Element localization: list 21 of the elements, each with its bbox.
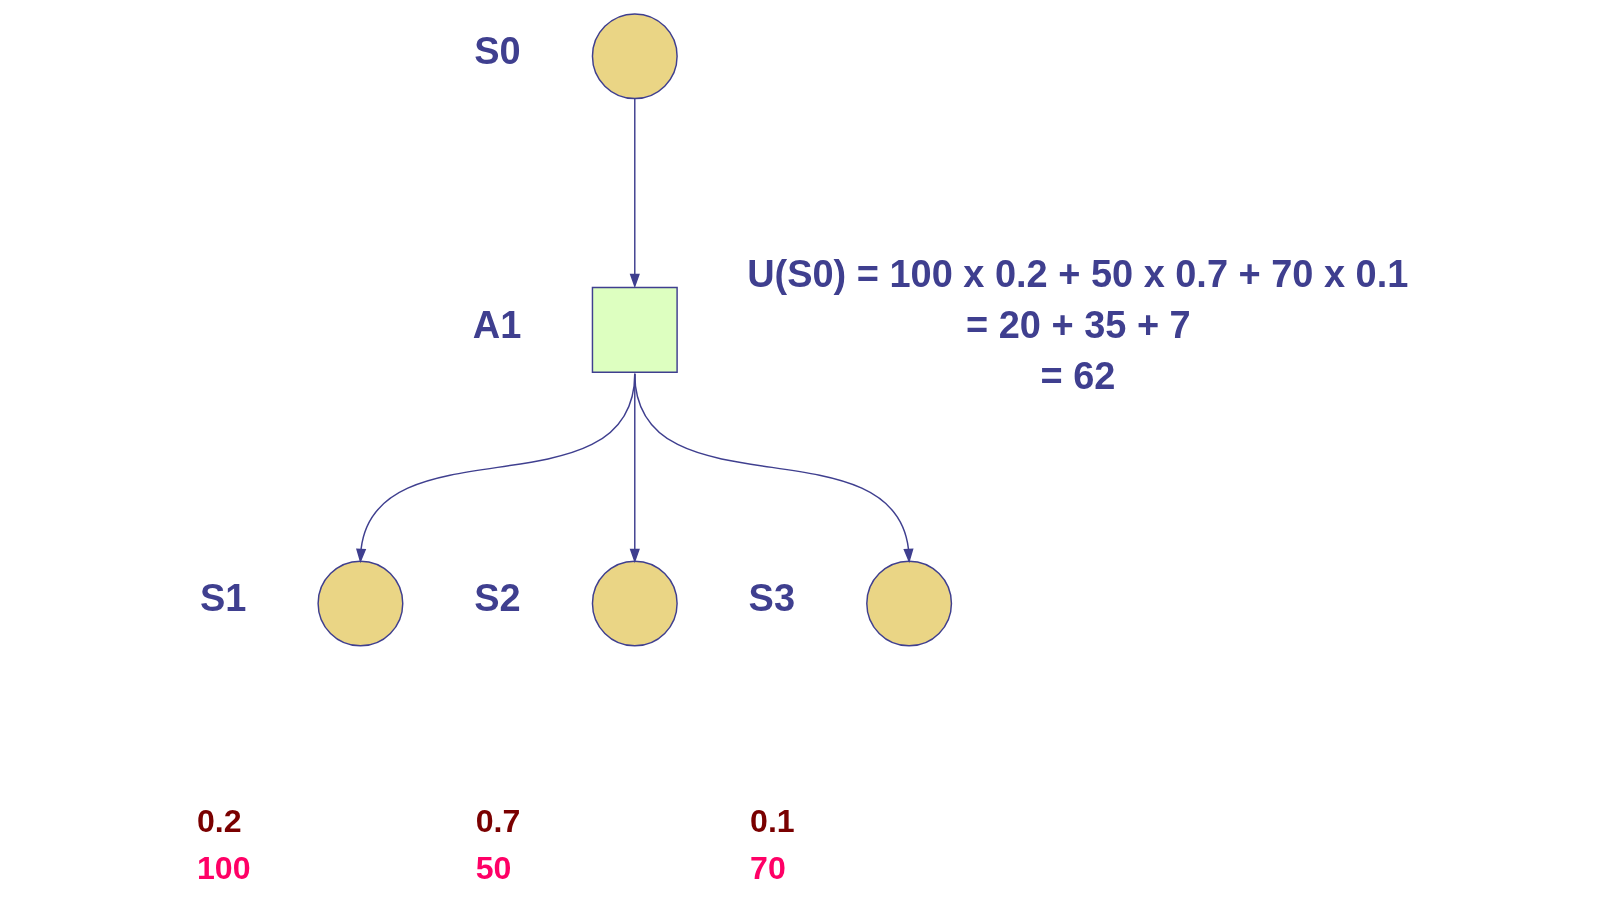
node-label: 70 [750, 849, 786, 886]
node-label: A1 [472, 303, 522, 346]
node-label: 100 [197, 849, 251, 886]
arrow [629, 97, 640, 289]
node-label: S2 [474, 577, 521, 620]
node-label: S0 [474, 29, 521, 72]
node-circle [591, 560, 678, 647]
node-circle [317, 560, 404, 647]
node-label: S3 [748, 577, 796, 620]
label: U(S0) = 100 x 0.2 + 50 x 0.7 + 70 x 0.1 [747, 253, 1409, 296]
node-label: S1 [199, 577, 247, 620]
node-label: 50 [475, 849, 512, 886]
node-circle [866, 560, 953, 647]
label: = 62 [1040, 355, 1116, 398]
node-circle [591, 13, 678, 100]
node-label: 0.2 [197, 802, 242, 839]
arrow [634, 372, 914, 564]
label: = 20 + 35 + 7 [966, 304, 1191, 347]
node-label: 0.7 [475, 802, 521, 839]
node-label: 0.1 [750, 802, 795, 839]
node-box [591, 286, 678, 373]
